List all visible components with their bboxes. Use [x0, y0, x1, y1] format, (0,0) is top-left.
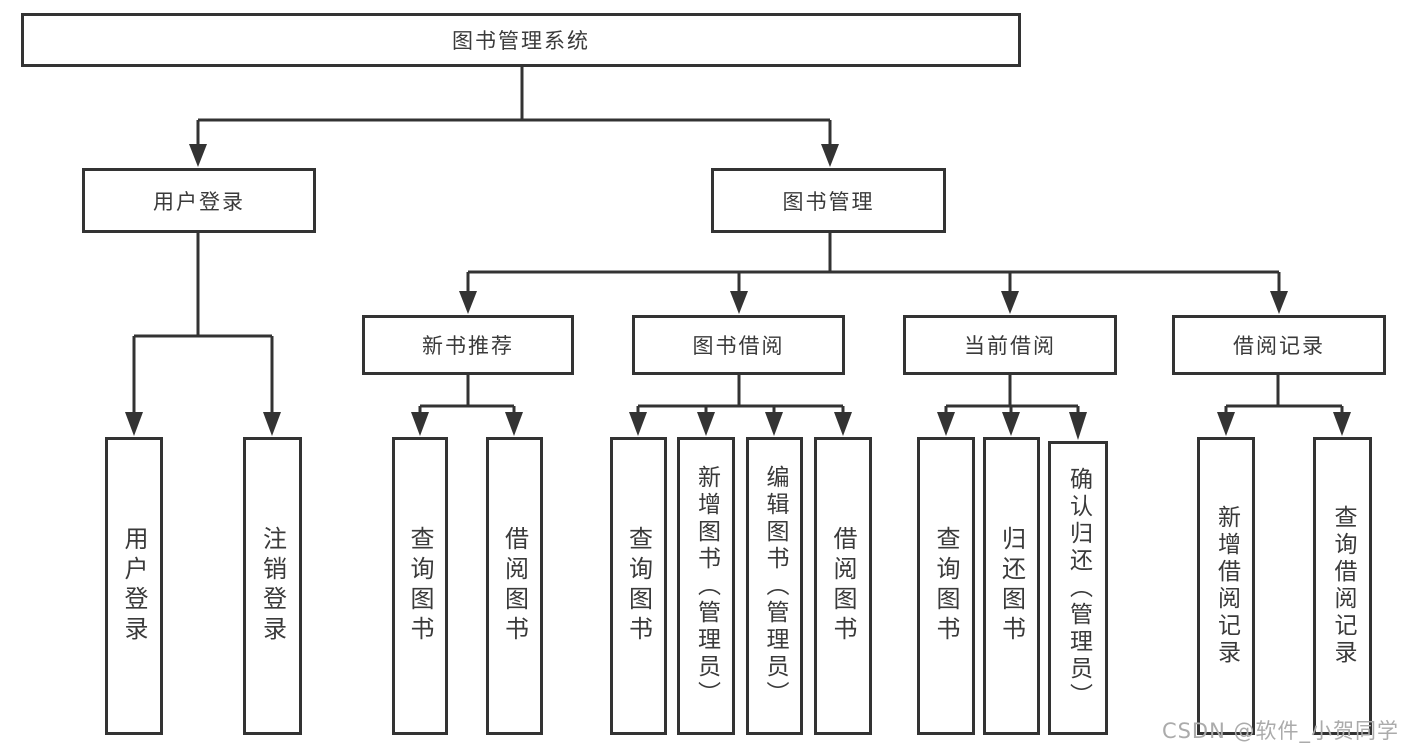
leaf-edit-books-admin: 编辑图书（管理员）	[746, 437, 803, 735]
leaf-user-login: 用户登录	[105, 437, 163, 735]
leaf-add-borrow-record-label: 新增借阅记录	[1213, 505, 1240, 667]
node-borrowing-records-label: 借阅记录	[1233, 334, 1325, 358]
leaf-borrow-books-label: 借阅图书	[829, 526, 857, 646]
node-root-label: 图书管理系统	[452, 29, 590, 53]
leaf-query-books-borrowing-label: 查询图书	[624, 526, 653, 646]
node-book-management-label: 图书管理	[782, 189, 875, 214]
node-borrowing-records: 借阅记录	[1172, 315, 1386, 375]
csdn-watermark: CSDN @软件_小贺同学	[1161, 719, 1399, 743]
node-user-login: 用户登录	[82, 168, 316, 233]
leaf-logout-label: 注销登录	[258, 526, 287, 646]
leaf-query-books-current: 查询图书	[917, 437, 975, 735]
node-new-book-recommend: 新书推荐	[362, 315, 574, 375]
leaf-return-books: 归还图书	[983, 437, 1040, 735]
leaf-query-books-current-label: 查询图书	[932, 526, 960, 646]
leaf-add-books-admin: 新增图书（管理员）	[677, 437, 735, 735]
leaf-query-books-recommend: 查询图书	[392, 437, 448, 735]
node-root: 图书管理系统	[21, 13, 1021, 67]
node-book-borrowing: 图书借阅	[632, 315, 845, 375]
leaf-return-books-label: 归还图书	[997, 526, 1026, 646]
leaf-query-books-borrowing: 查询图书	[610, 437, 667, 735]
node-current-borrowing: 当前借阅	[903, 315, 1117, 375]
leaf-query-borrow-record-label: 查询借阅记录	[1330, 505, 1356, 667]
leaf-borrow-books-recommend: 借阅图书	[486, 437, 543, 735]
leaf-borrow-books: 借阅图书	[814, 437, 872, 735]
node-book-management: 图书管理	[711, 168, 946, 233]
leaf-query-books-recommend-label: 查询图书	[406, 526, 434, 646]
leaf-borrow-books-recommend-label: 借阅图书	[500, 526, 529, 646]
node-user-login-label: 用户登录	[153, 189, 245, 214]
leaf-edit-books-admin-label: 编辑图书（管理员）	[762, 464, 788, 708]
leaf-confirm-return-admin: 确认归还（管理员）	[1048, 441, 1108, 735]
leaf-add-borrow-record: 新增借阅记录	[1197, 437, 1255, 735]
leaf-add-books-admin-label: 新增图书（管理员）	[693, 464, 720, 708]
node-current-borrowing-label: 当前借阅	[964, 334, 1056, 358]
leaf-logout: 注销登录	[243, 437, 302, 735]
leaf-user-login-label: 用户登录	[120, 526, 148, 646]
node-book-borrowing-label: 图书借阅	[692, 334, 785, 358]
leaf-query-borrow-record: 查询借阅记录	[1313, 437, 1372, 735]
leaf-confirm-return-admin-label: 确认归还（管理员）	[1065, 466, 1092, 710]
node-new-book-recommend-label: 新书推荐	[422, 334, 514, 358]
